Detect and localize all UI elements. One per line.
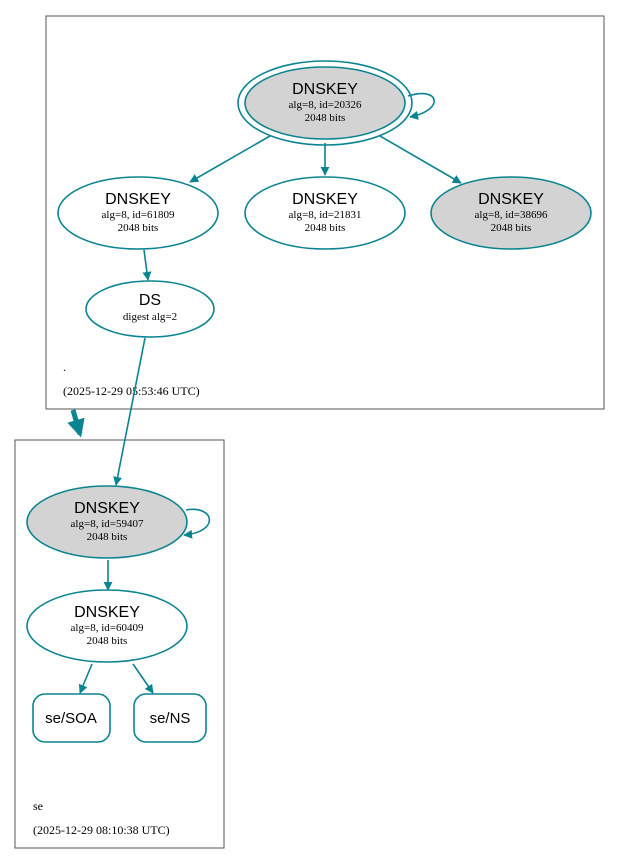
zone-se: se (2025-12-29 08:10:38 UTC) <box>14 439 225 849</box>
zone-se-timestamp: (2025-12-29 08:10:38 UTC) <box>33 823 170 837</box>
edge-se-zsk-to-ns <box>132 663 154 694</box>
node-se-ksk-line2: 2048 bits <box>87 531 128 543</box>
node-se-zsk-line2: 2048 bits <box>87 635 128 647</box>
zone-se-border <box>14 439 225 849</box>
zone-se-label: se <box>33 799 43 813</box>
node-se-zsk[interactable]: DNSKEY alg=8, id=60409 2048 bits <box>26 589 188 663</box>
edge-61809-to-ds <box>142 249 152 281</box>
node-se-soa[interactable]: se/SOA <box>32 693 111 743</box>
edge-se-ksk-self <box>183 508 211 539</box>
zone-root-label: . <box>63 360 66 374</box>
node-61809-title: DNSKEY <box>105 191 171 208</box>
node-se-ns[interactable]: se/NS <box>133 693 207 743</box>
node-root-zsk-21831[interactable]: DNSKEY alg=8, id=21831 2048 bits <box>244 176 406 250</box>
node-root-ksk-line2: 2048 bits <box>305 112 346 124</box>
node-21831-title: DNSKEY <box>292 191 358 208</box>
node-root-ds[interactable]: DS digest alg=2 <box>85 280 215 338</box>
edge-se-zsk-to-soa <box>78 663 93 694</box>
zone-root-border <box>45 15 605 410</box>
zone-root: . (2025-12-29 05:53:46 UTC) <box>45 15 605 410</box>
edge-ds-to-se-ksk <box>113 337 146 486</box>
node-root-ksk[interactable]: DNSKEY alg=8, id=20326 2048 bits <box>237 60 413 146</box>
delegation-arrow <box>67 409 85 438</box>
node-61809-line2: 2048 bits <box>118 222 159 234</box>
node-se-zsk-line1: alg=8, id=60409 <box>71 622 144 634</box>
node-se-ksk[interactable]: DNSKEY alg=8, id=59407 2048 bits <box>26 485 188 559</box>
edge-root-ksk-self <box>407 92 435 120</box>
node-root-ksk-line1: alg=8, id=20326 <box>289 99 362 111</box>
node-ds-line1: digest alg=2 <box>123 311 177 323</box>
node-root-ksk-title: DNSKEY <box>292 81 358 98</box>
edge-root-ksk-to-38696 <box>379 135 462 184</box>
node-38696-line2: 2048 bits <box>491 222 532 234</box>
zone-root-timestamp: (2025-12-29 05:53:46 UTC) <box>63 384 200 398</box>
edges <box>78 92 462 694</box>
node-61809-line1: alg=8, id=61809 <box>102 209 175 221</box>
node-38696-title: DNSKEY <box>478 191 544 208</box>
node-ds-title: DS <box>139 292 161 309</box>
node-root-key-38696[interactable]: DNSKEY alg=8, id=38696 2048 bits <box>430 176 592 250</box>
node-se-ns-title: se/NS <box>150 710 191 727</box>
node-se-ksk-line1: alg=8, id=59407 <box>71 518 144 530</box>
edge-root-ksk-to-61809 <box>189 135 271 183</box>
node-se-soa-title: se/SOA <box>45 710 97 727</box>
node-21831-line2: 2048 bits <box>305 222 346 234</box>
node-21831-line1: alg=8, id=21831 <box>289 209 362 221</box>
node-root-zsk-61809[interactable]: DNSKEY alg=8, id=61809 2048 bits <box>57 176 219 250</box>
node-se-zsk-title: DNSKEY <box>74 604 140 621</box>
node-38696-line1: alg=8, id=38696 <box>475 209 548 221</box>
node-se-ksk-title: DNSKEY <box>74 500 140 517</box>
